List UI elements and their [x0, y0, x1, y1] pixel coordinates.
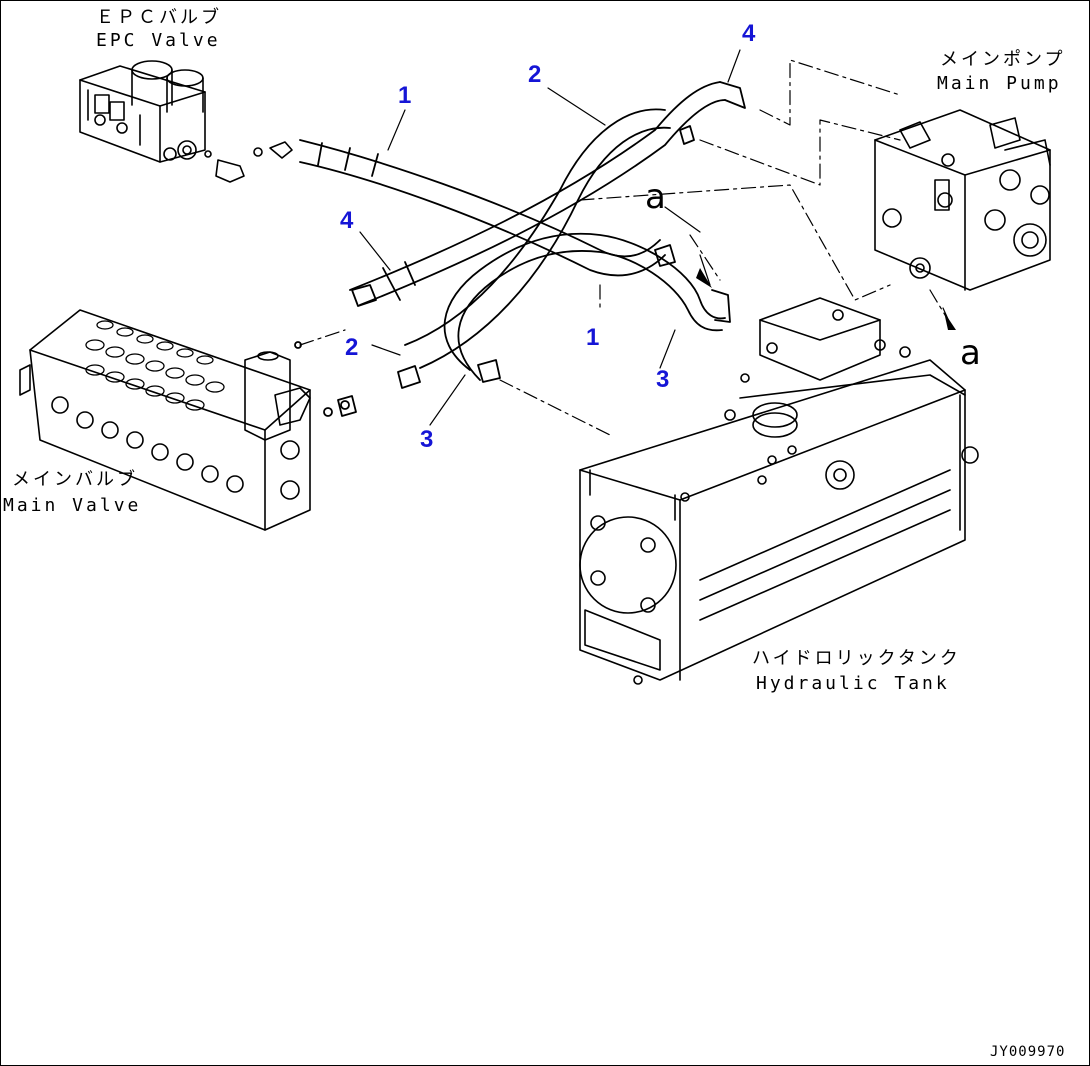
main-valve-label-jp: メインバルブ: [12, 469, 138, 490]
reference-a-right: a: [960, 333, 981, 373]
callout-2-upper: 2: [528, 61, 542, 88]
callout-1-lower: 1: [586, 324, 600, 351]
drawing-code: JY009970: [990, 1044, 1066, 1060]
hydraulic-tank-label-en: Hydraulic Tank: [756, 673, 950, 694]
epc-valve-label-en: EPC Valve: [96, 30, 221, 51]
hoses: [294, 81, 746, 417]
callout-1-upper: 1: [398, 82, 412, 109]
callout-3-left: 3: [420, 426, 434, 453]
main-valve-label-en: Main Valve: [3, 495, 142, 516]
epc-valve-label-jp: ＥＰＣバルブ: [96, 7, 222, 28]
main-pump-label-en: Main Pump: [937, 73, 1062, 94]
reference-a-top: a: [645, 177, 666, 217]
callout-2-lower: 2: [345, 334, 359, 361]
callout-3-right: 3: [656, 366, 670, 393]
epc-valve-illustration: [79, 60, 293, 183]
callout-leaders: [359, 49, 953, 426]
callout-4-left: 4: [340, 207, 354, 234]
hydraulic-tank-label-jp: ハイドロリックタンク: [752, 648, 961, 669]
main-pump-illustration: [874, 109, 1051, 291]
reference-arrows: [696, 268, 956, 330]
connection-lines: [299, 59, 949, 436]
callout-4-upper: 4: [742, 20, 756, 47]
main-valve-illustration: [19, 309, 311, 531]
hydraulic-tank-illustration: [579, 297, 979, 685]
main-pump-label-jp: メインポンプ: [940, 49, 1066, 70]
